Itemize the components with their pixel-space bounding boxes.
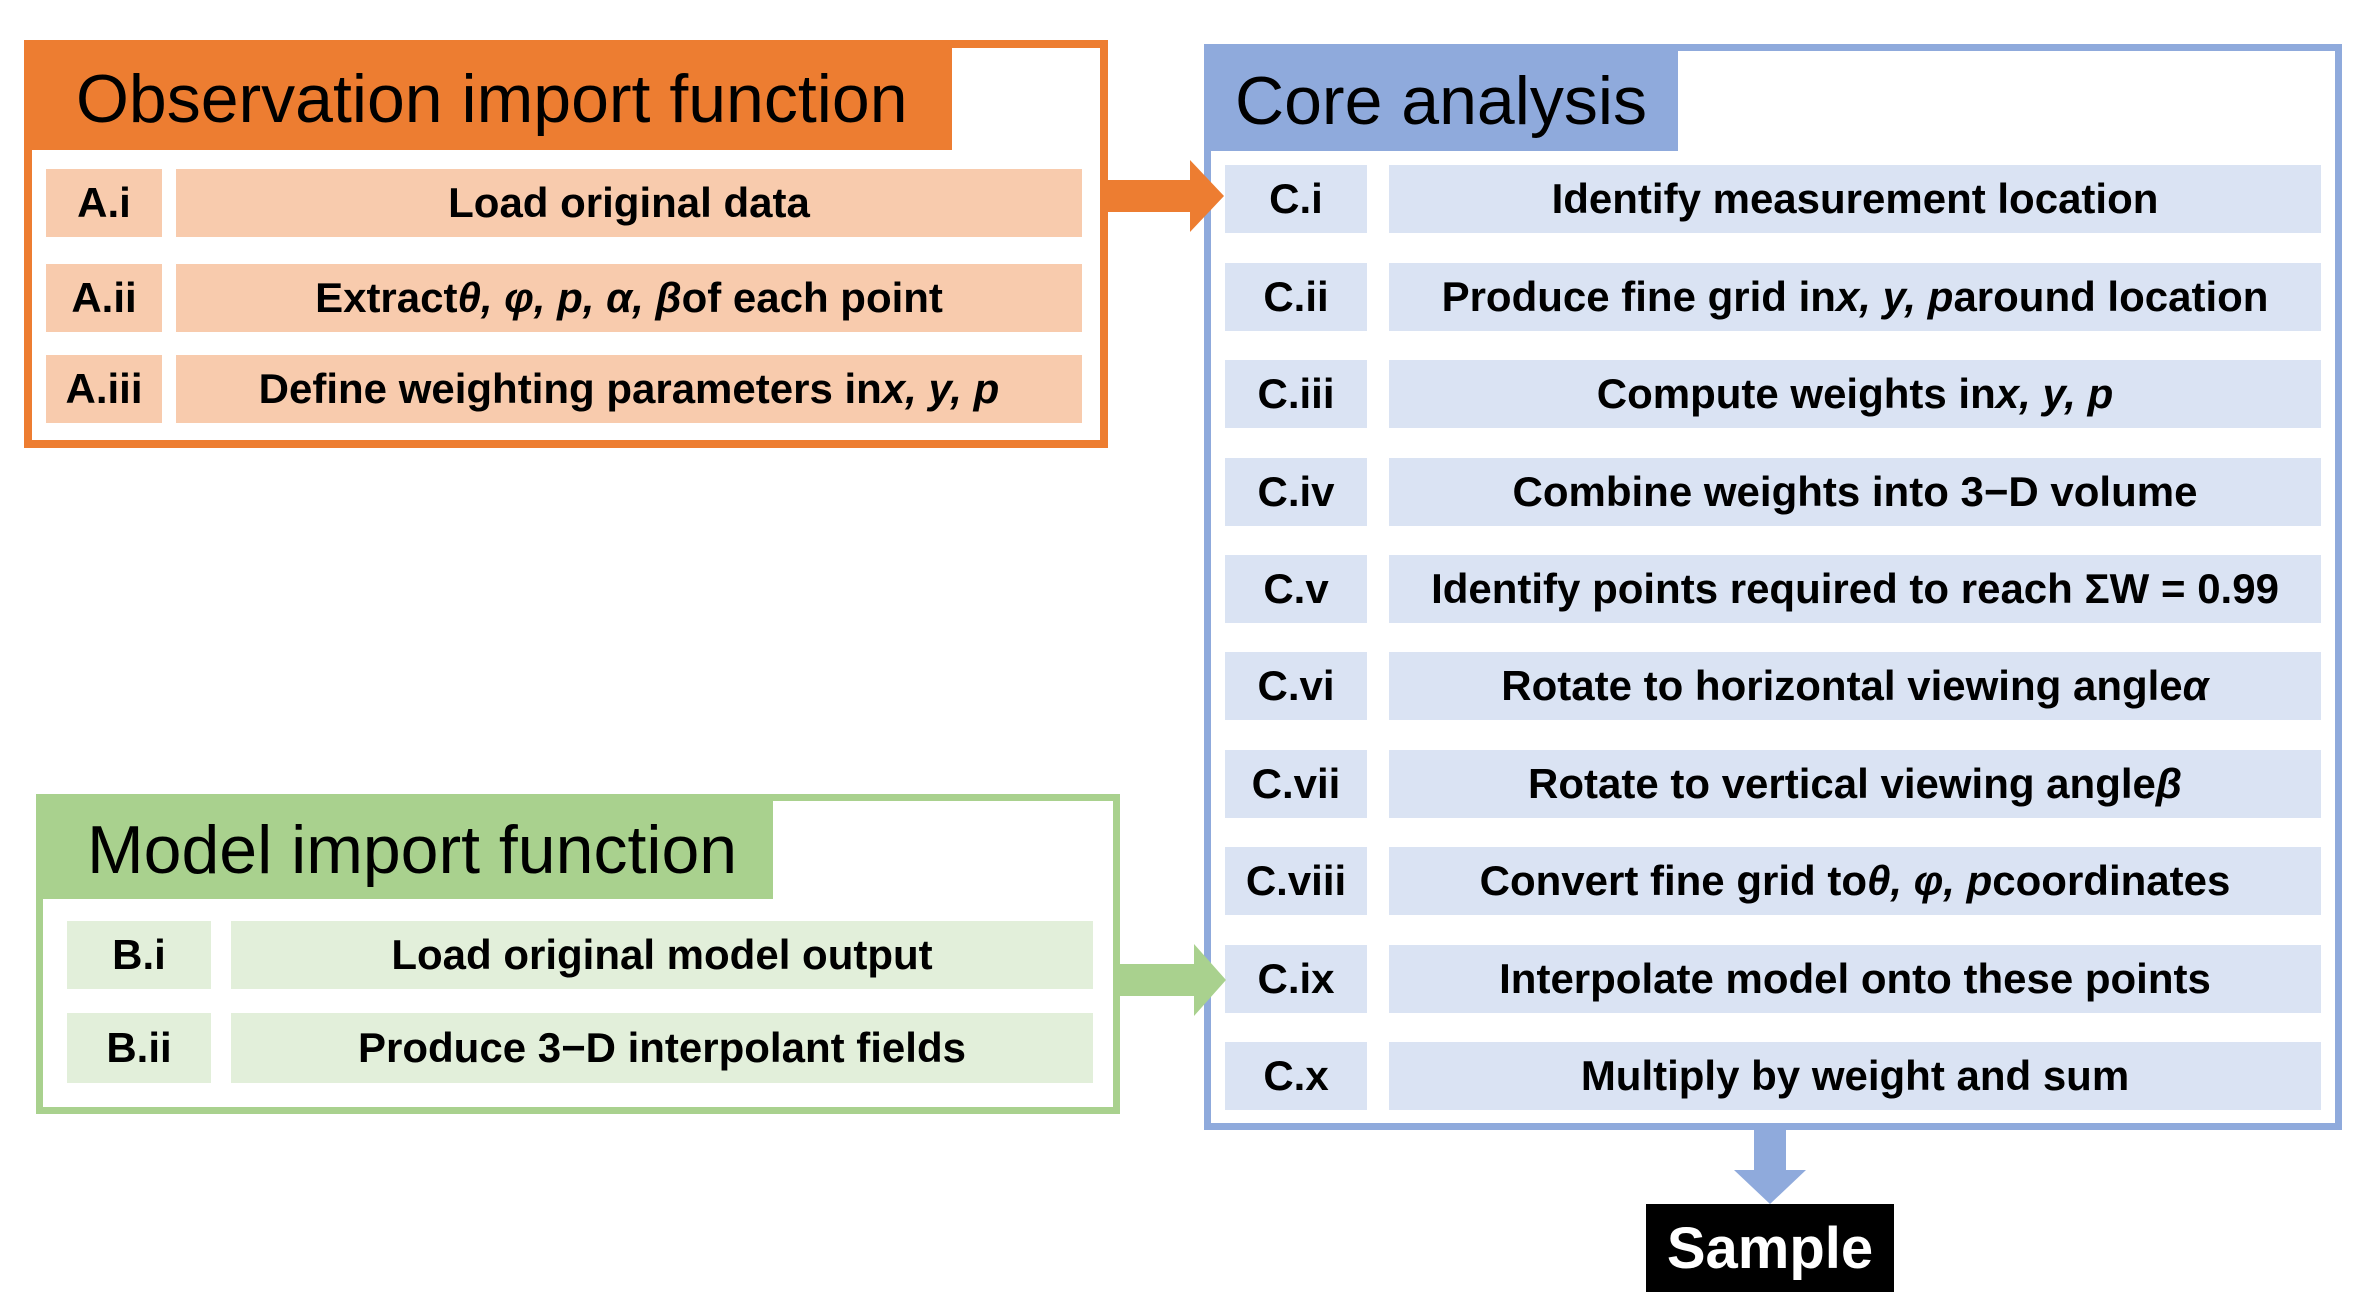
step-label: Extract θ, φ, p, α, β of each point (176, 264, 1082, 332)
step-label: Produce fine grid in x, y, p around loca… (1389, 263, 2321, 331)
model-import-panel: Model import function B.i Load original … (36, 794, 1120, 1114)
step-id: A.i (46, 169, 162, 237)
label-text: Extract (315, 274, 458, 321)
step-label: Combine weights into 3−D volume (1389, 458, 2321, 526)
label-text: of each point (681, 274, 943, 321)
step-label: Identify measurement location (1389, 165, 2321, 233)
italic-symbol-text: β (2155, 760, 2182, 807)
label-text: Produce fine grid in (1441, 273, 1836, 320)
step-id: C.x (1225, 1042, 1367, 1110)
label-text: Combine weights into 3−D volume (1512, 468, 2198, 515)
label-text: Load original model output (391, 931, 933, 978)
step-id: B.ii (67, 1013, 211, 1083)
label-text: Identify points required to reach ΣW = 0… (1431, 565, 2279, 612)
model-panel-title: Model import function (43, 801, 773, 899)
step-label: Load original model output (231, 921, 1093, 989)
italic-symbol-text: θ, φ, p (1866, 857, 1993, 904)
step-id: C.ii (1225, 263, 1367, 331)
observation-panel-title: Observation import function (32, 48, 952, 150)
step-label: Compute weights in x, y, p (1389, 360, 2321, 428)
sample-output-box: Sample (1646, 1204, 1894, 1292)
step-id: C.vii (1225, 750, 1367, 818)
step-id: C.i (1225, 165, 1367, 233)
step-label: Convert fine grid to θ, φ, p coordinates (1389, 847, 2321, 915)
label-text: Load original data (448, 179, 810, 226)
step-label: Rotate to vertical viewing angle β (1389, 750, 2321, 818)
step-label: Identify points required to reach ΣW = 0… (1389, 555, 2321, 623)
step-id: C.iii (1225, 360, 1367, 428)
label-text: Rotate to vertical viewing angle (1528, 760, 2156, 807)
step-label: Interpolate model onto these points (1389, 945, 2321, 1013)
core-analysis-panel: Core analysis C.i Identify measurement l… (1204, 44, 2342, 1130)
italic-symbol-text: x, y, p (1835, 273, 1954, 320)
step-id: C.iv (1225, 458, 1367, 526)
model-to-core-arrow (1114, 944, 1226, 1016)
step-id: C.viii (1225, 847, 1367, 915)
label-text: Multiply by weight and sum (1580, 1052, 2130, 1099)
step-id: B.i (67, 921, 211, 989)
italic-symbol-text: θ, φ, p, α, β (457, 274, 682, 321)
step-id: C.vi (1225, 652, 1367, 720)
step-label: Load original data (176, 169, 1082, 237)
label-text: Produce 3−D interpolant fields (358, 1024, 966, 1071)
step-id: A.iii (46, 355, 162, 423)
step-label: Multiply by weight and sum (1389, 1042, 2321, 1110)
observation-to-core-arrow (1100, 160, 1224, 232)
step-id: A.ii (46, 264, 162, 332)
label-text: coordinates (1992, 857, 2231, 904)
core-panel-title: Core analysis (1211, 51, 1678, 151)
italic-symbol-text: α (2182, 662, 2209, 709)
italic-symbol-text: x, y, p (881, 365, 1000, 412)
label-text: Interpolate model onto these points (1499, 955, 2211, 1002)
step-label: Define weighting parameters in x, y, p (176, 355, 1082, 423)
step-label: Produce 3−D interpolant fields (231, 1013, 1093, 1083)
label-text: Rotate to horizontal viewing angle (1501, 662, 2183, 709)
step-id: C.v (1225, 555, 1367, 623)
core-to-sample-arrow (1734, 1124, 1806, 1204)
italic-symbol-text: x, y, p (1995, 370, 2114, 417)
step-id: C.ix (1225, 945, 1367, 1013)
label-text: Define weighting parameters in (258, 365, 882, 412)
observation-import-panel: Observation import function A.i Load ori… (24, 40, 1108, 448)
label-text: around location (1953, 273, 2269, 320)
label-text: Compute weights in (1596, 370, 1996, 417)
label-text: Identify measurement location (1551, 175, 2159, 222)
label-text: Convert fine grid to (1479, 857, 1867, 904)
step-label: Rotate to horizontal viewing angle α (1389, 652, 2321, 720)
